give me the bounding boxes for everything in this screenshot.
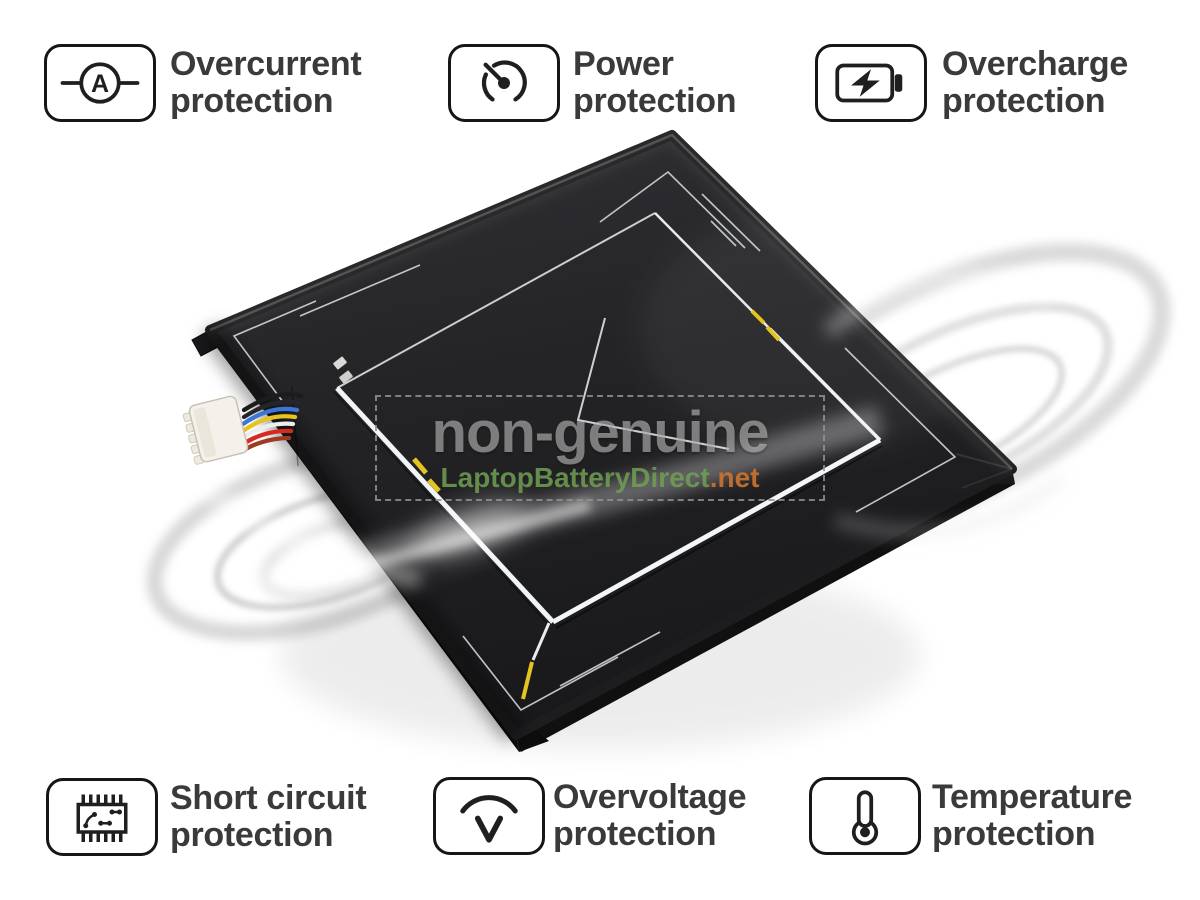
smoke-foreground [174,268,1066,605]
circuit-chip-icon [76,794,128,842]
yellow-tape-marks [412,309,781,700]
overvoltage-icon-box [433,777,545,855]
pinstripe-lines [232,170,957,712]
overcharge-icon-box [815,44,927,122]
svg-text:A: A [91,70,109,98]
tape-tab [339,370,353,384]
power-icon-box [448,44,560,122]
short-circuit-icon-box [46,778,158,856]
battery-connector [182,395,249,465]
ammeter-icon: A [60,62,140,104]
gauge-icon [481,60,527,102]
tape-tab [333,356,347,370]
voltage-arc-icon [460,795,518,843]
crease-line [576,317,730,450]
overcurrent-icon-box: A [44,44,156,122]
battery-charging-icon [835,63,903,103]
silver-tape-frame [333,212,883,661]
thermometer-icon [851,790,879,846]
temperature-icon-box [809,777,921,855]
